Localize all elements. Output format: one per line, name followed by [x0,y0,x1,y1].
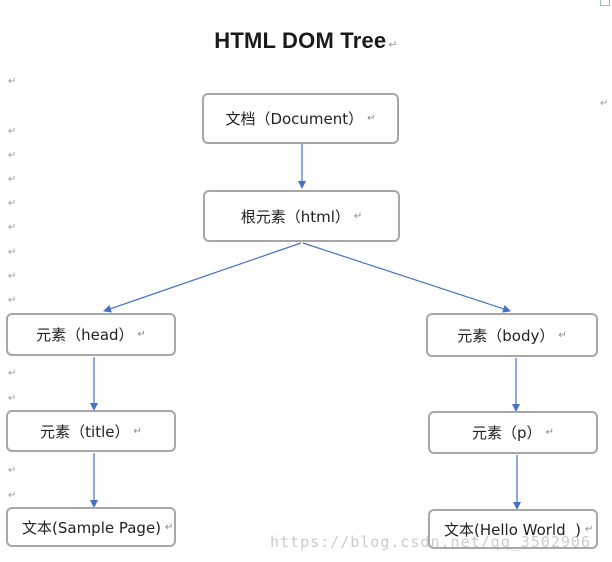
margin-return-mark: ↵ [600,98,609,109]
node-hello-text-label: 文本(Hello World ) [444,520,582,539]
node-title: 元素（title）↵ [6,410,176,452]
diagram-title: HTML DOM Tree↵ [0,28,612,54]
margin-return-mark: ↵ [8,198,17,209]
return-mark: ↵ [137,329,146,340]
node-head: 元素（head）↵ [6,313,176,356]
node-hello-text: 文本(Hello World )↵ [428,509,598,549]
node-sample-text: 文本(Sample Page)↵ [6,507,176,547]
node-document-label: 文档（Document） [225,110,364,128]
margin-return-mark: ↵ [8,150,17,161]
diagram-title-text: HTML DOM Tree [214,28,387,53]
edge-html-body [302,242,511,313]
return-mark: ↵ [585,523,594,535]
return-mark: ↵ [367,113,376,124]
node-html: 根元素（html）↵ [203,190,400,242]
watermark-url: https://blog.csdn.net/qq_3502906 [270,533,591,551]
margin-return-mark: ↵ [8,465,17,476]
return-mark: ↵ [545,427,554,438]
margin-return-mark: ↵ [8,490,17,501]
return-mark: ↵ [353,210,363,222]
node-sample-text-label: 文本(Sample Page) [22,518,162,537]
margin-return-mark: ↵ [8,222,17,233]
margin-return-mark: ↵ [8,247,17,258]
node-html-label: 根元素（html） [240,207,350,226]
margin-return-mark: ↵ [8,126,17,137]
return-mark: ↵ [388,39,398,51]
margin-return-mark: ↵ [8,271,17,282]
node-title-label: 元素（title） [40,422,130,441]
margin-return-mark: ↵ [8,174,17,185]
margin-return-mark: ↵ [8,368,17,379]
node-p-label: 元素（p） [472,424,542,442]
return-mark: ↵ [558,329,567,341]
edge-html-head [103,242,302,313]
margin-return-mark: ↵ [8,393,17,404]
node-p: 元素（p）↵ [428,411,598,454]
margin-return-mark: ↵ [8,76,17,87]
return-mark: ↵ [133,425,142,437]
margin-return-mark: ↵ [8,295,17,306]
return-mark: ↵ [165,521,174,533]
corner-marker [600,0,610,6]
node-head-label: 元素（head） [36,326,134,344]
node-document: 文档（Document）↵ [202,93,399,144]
node-body-label: 元素（body） [457,326,555,345]
node-body: 元素（body）↵ [426,313,598,357]
